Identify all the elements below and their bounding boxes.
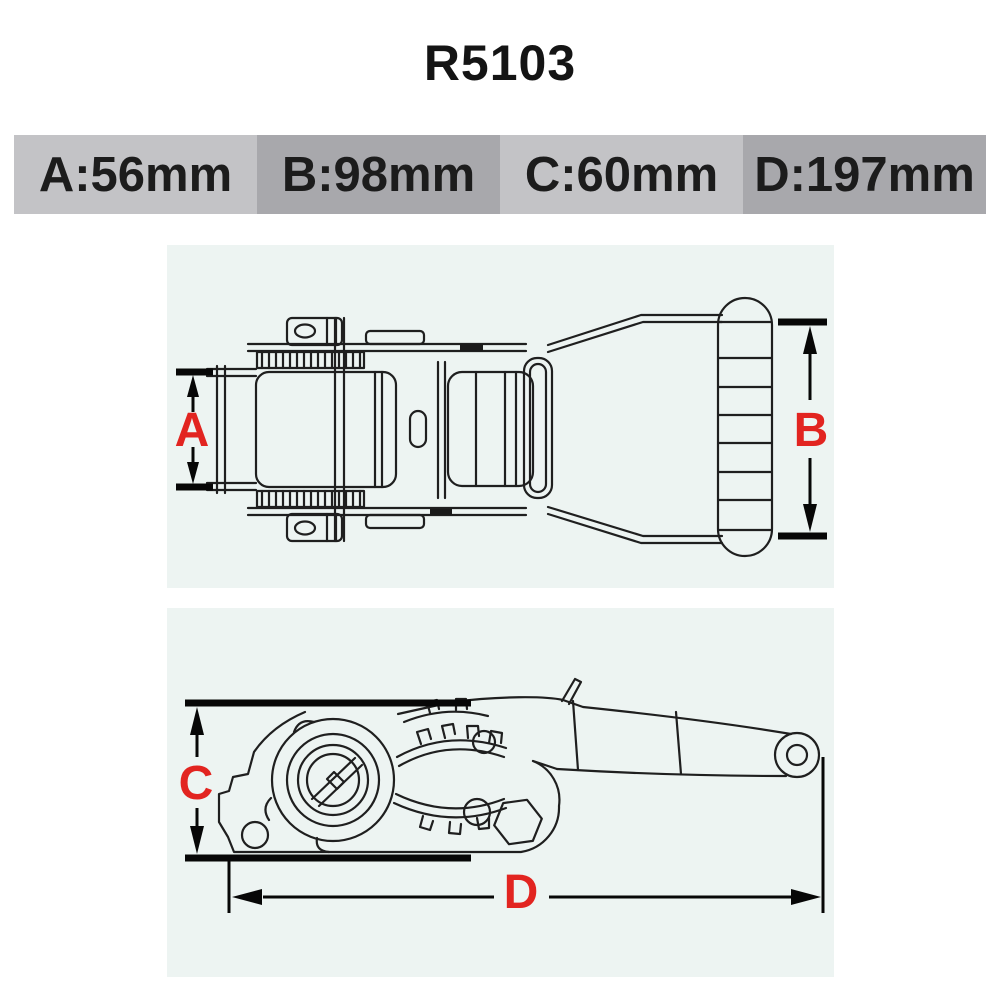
side-view-panel: C D	[167, 608, 834, 977]
spec-cell-c: C:60mm	[500, 135, 743, 214]
dim-label-d: D	[504, 866, 539, 919]
dimension-spec-bar: A:56mm B:98mm C:60mm D:197mm	[14, 135, 986, 214]
top-view-drawing: A B	[175, 296, 829, 558]
dim-label-b: B	[794, 404, 829, 457]
top-view-panel: A B	[167, 245, 834, 588]
dim-label-c: C	[179, 757, 214, 810]
dimension-c: C	[179, 699, 471, 862]
spec-cell-d: D:197mm	[743, 135, 986, 214]
dimension-d: D	[227, 757, 825, 919]
side-view-drawing: C D	[179, 677, 825, 919]
ratchet-buckle-top-view	[205, 296, 774, 558]
dimension-a: A	[175, 368, 213, 491]
dim-label-a: A	[175, 404, 210, 457]
spec-cell-a: A:56mm	[14, 135, 257, 214]
page-title: R5103	[423, 35, 577, 91]
dimension-b: B	[778, 318, 829, 540]
ratchet-mechanism-side-view	[217, 677, 821, 854]
spec-cell-b: B:98mm	[257, 135, 500, 214]
